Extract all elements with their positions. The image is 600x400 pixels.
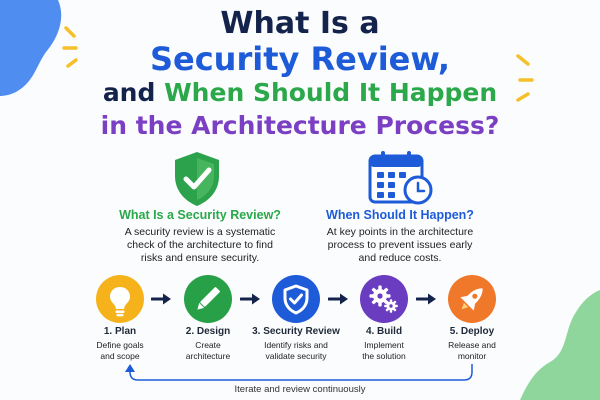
step-deploy-circle [448,275,496,323]
what-text-line-3: risks and ensure security. [140,252,260,264]
step-build-circle [360,275,408,323]
when-text-line-3: and reduce costs. [358,252,442,264]
step-build-title: 4. Build [365,326,403,337]
step-build-desc-line-2: the solution [362,351,406,361]
lightbulb-icon [110,287,130,317]
step-security-review-title: 3. Security Review [252,326,340,337]
step-design-circle [184,275,232,323]
step-plan-desc: Define goals and scope [65,340,175,362]
title-line-3-and: and [102,78,156,107]
step-deploy-title: 5. Deploy [449,326,495,337]
title-line-1: What Is a [220,6,380,41]
loop-label: Iterate and review continuously [234,384,366,395]
pencil-icon [197,287,220,310]
when-description: At key points in the architecture proces… [300,226,500,265]
green-corner-blob [520,290,600,400]
arrow-right-icon [240,293,260,305]
title-line-3-when: When Should It Happen [164,78,498,107]
blue-corner-blob [0,0,62,96]
what-text-line-2: check of the architecture to find [127,239,273,251]
step-build-desc-line-1: Implement [364,340,404,350]
step-security-review-desc-line-2: validate security [265,351,327,361]
loop-back-arrow [125,364,473,381]
step-design-desc-line-2: architecture [185,351,231,361]
step-plan-desc-line-2: and scope [100,351,140,361]
step-security-review-circle [272,275,320,323]
step-security-review-desc-line-1: Identify risks and [264,340,328,350]
calendar-clock-icon [368,151,433,205]
rocket-icon [460,288,483,311]
step-security-review-desc: Identify risks and validate security [241,340,351,362]
when-text-line-1: At key points in the architecture [326,226,474,238]
step-design-title: 2. Design [185,326,231,337]
right-burst-icon [516,54,534,102]
shield-check-icon [283,284,309,315]
what-heading: What Is a Security Review? [119,208,281,222]
step-build-desc: Implement the solution [329,340,439,362]
step-plan-circle [96,275,144,323]
arrow-right-icon [328,293,348,305]
step-design-desc: Create architecture [153,340,263,362]
step-deploy-desc-line-1: Release and [448,340,496,350]
step-plan-title: 1. Plan [103,326,137,337]
arrow-right-icon [416,293,436,305]
title-line-2: Security Review, [149,40,451,78]
what-description: A security review is a systematic check … [100,226,300,265]
when-heading: When Should It Happen? [326,208,474,222]
shield-check-large-icon [175,152,219,206]
step-design-desc-line-1: Create [195,340,221,350]
step-deploy-desc-line-2: monitor [457,351,487,361]
what-text-line-1: A security review is a systematic [124,226,276,238]
gears-icon [369,285,398,313]
step-deploy-desc: Release and monitor [417,340,527,362]
title-line-4: in the Architecture Process? [100,111,500,140]
left-burst-icon [62,26,78,68]
when-text-line-2: process to prevent issues early [327,239,473,251]
title-line-3: and When Should It Happen [0,78,600,107]
arrow-right-icon [151,293,171,305]
step-plan-desc-line-1: Define goals [96,340,144,350]
